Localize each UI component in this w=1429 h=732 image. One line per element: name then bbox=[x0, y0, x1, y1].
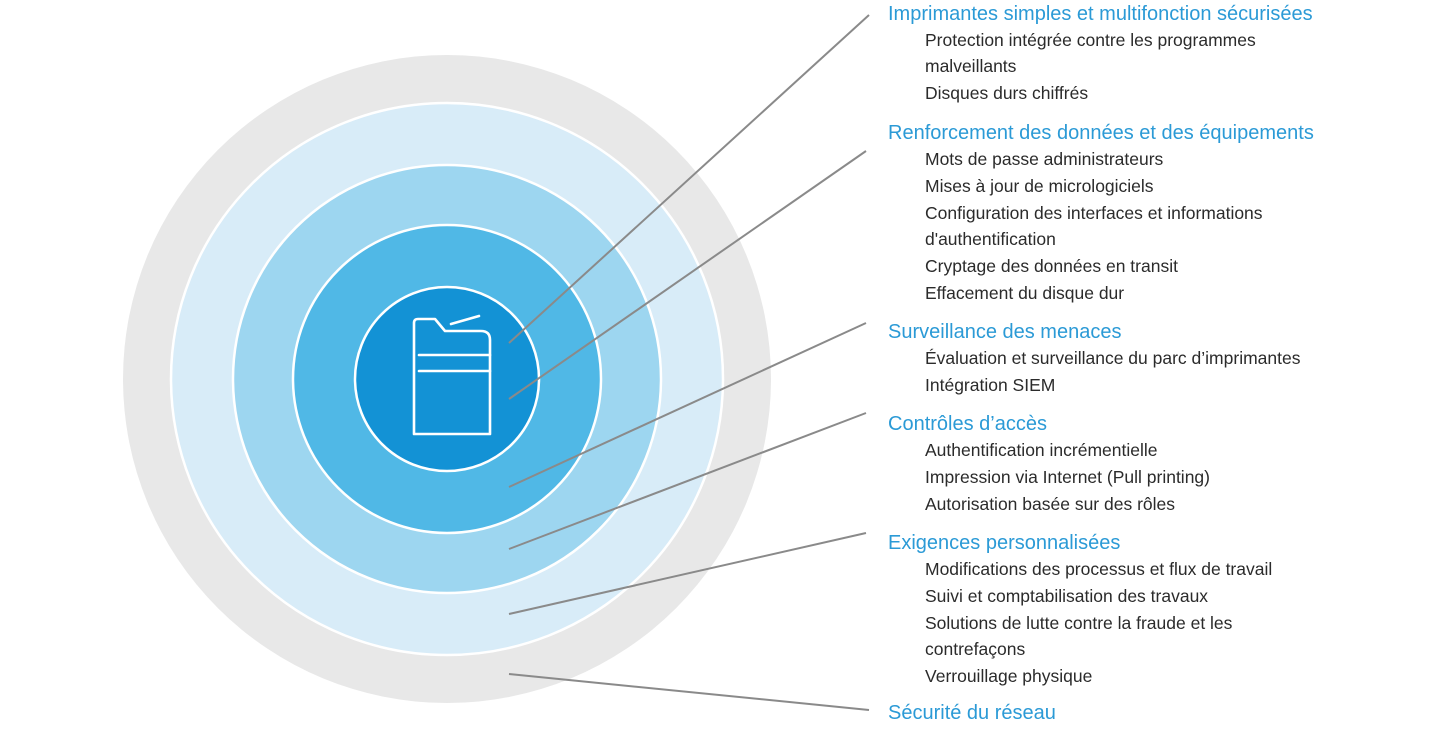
section-item: Impression via Internet (Pull printing) bbox=[925, 467, 1210, 487]
section-title: Exigences personnalisées bbox=[888, 532, 1121, 554]
printer-body-outline bbox=[412, 317, 492, 436]
printer-icon bbox=[412, 314, 492, 436]
leader-lines bbox=[508, 14, 870, 711]
leader-line-custom-requirements bbox=[508, 532, 867, 615]
section-item: Modifications des processus et flux de t… bbox=[925, 559, 1273, 579]
section-data-device-hardening: Renforcement des données et des équipeme… bbox=[888, 120, 1408, 306]
leader-line-threat-monitoring bbox=[508, 322, 867, 488]
section-title: Surveillance des menaces bbox=[888, 321, 1122, 343]
printer-paper-line bbox=[449, 314, 481, 326]
section-items: Protection intégrée contre les programme… bbox=[888, 27, 1408, 106]
section-item: Verrouillage physique bbox=[925, 666, 1093, 686]
concentric-rings bbox=[123, 55, 771, 703]
section-title: Sécurité du réseau bbox=[888, 702, 1056, 724]
section-items: Évaluation et surveillance du parc d’imp… bbox=[888, 345, 1408, 398]
section-title: Renforcement des données et des équipeme… bbox=[888, 122, 1314, 144]
section-item: Cryptage des données en transit bbox=[925, 256, 1178, 276]
section-item: Évaluation et surveillance du parc d’imp… bbox=[925, 348, 1301, 368]
leader-line-secure-printers bbox=[508, 14, 870, 344]
section-custom-requirements: Exigences personnalisées Modifications d… bbox=[888, 530, 1408, 689]
section-threat-monitoring: Surveillance des menaces Évaluation et s… bbox=[888, 319, 1408, 398]
section-item: Disques durs chiffrés bbox=[925, 83, 1089, 103]
section-item: Configuration des interfaces et informat… bbox=[925, 203, 1263, 249]
section-item: Intégration SIEM bbox=[925, 375, 1056, 395]
leader-line-access-controls bbox=[508, 412, 867, 550]
ring-data-device-hardening bbox=[353, 285, 541, 473]
section-items: Mots de passe administrateurs Mises à jo… bbox=[888, 146, 1408, 306]
leader-line-network-security bbox=[508, 673, 870, 711]
section-item: Solutions de lutte contre la fraude et l… bbox=[925, 613, 1233, 659]
section-item: Mises à jour de micrologiciels bbox=[925, 176, 1154, 196]
section-title: Contrôles d’accès bbox=[888, 413, 1047, 435]
section-item: Protection intégrée contre les programme… bbox=[925, 30, 1256, 76]
section-access-controls: Contrôles d’accès Authentification incré… bbox=[888, 411, 1408, 517]
section-title: Imprimantes simples et multifonction séc… bbox=[888, 3, 1313, 25]
section-item: Mots de passe administrateurs bbox=[925, 149, 1164, 169]
section-network-security: Sécurité du réseau bbox=[888, 700, 1408, 726]
section-secure-printers: Imprimantes simples et multifonction séc… bbox=[888, 1, 1408, 106]
leader-line-hardening bbox=[508, 150, 867, 400]
section-items: Modifications des processus et flux de t… bbox=[888, 556, 1408, 689]
section-items: Authentification incrémentielle Impressi… bbox=[888, 437, 1408, 517]
section-item: Autorisation basée sur des rôles bbox=[925, 494, 1175, 514]
section-item: Suivi et comptabilisation des travaux bbox=[925, 586, 1209, 606]
section-item: Effacement du disque dur bbox=[925, 283, 1125, 303]
section-item: Authentification incrémentielle bbox=[925, 440, 1158, 460]
